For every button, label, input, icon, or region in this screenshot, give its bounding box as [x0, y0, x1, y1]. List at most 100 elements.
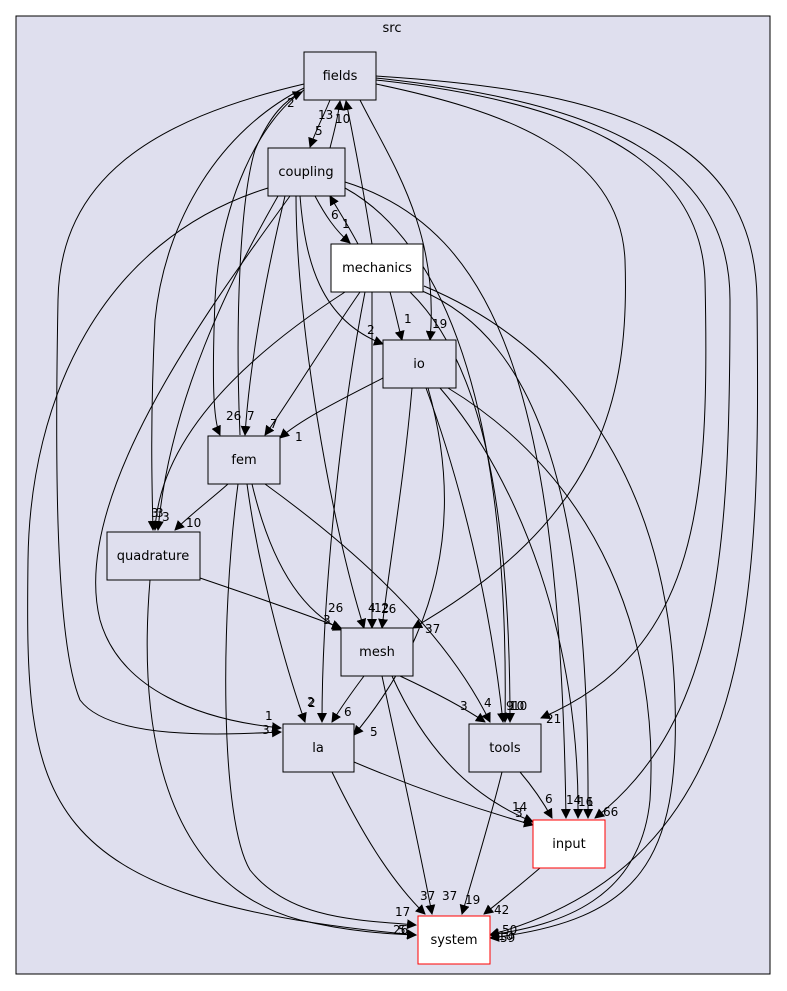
edge-mechanics-io: [389, 291, 405, 341]
edge-label-mechanics-fem: 7: [270, 417, 278, 431]
edge-label-fields-la: 3: [262, 723, 270, 737]
edge-label-coupling-fem: 7: [247, 409, 255, 423]
edge-label-mesh-tools: 3: [460, 699, 468, 713]
edge-label-fields-mesh: 37: [425, 622, 440, 636]
node-la[interactable]: la: [282, 723, 355, 773]
edge-label-mesh-system: 37: [420, 889, 435, 903]
edge-coupling-la: [95, 195, 291, 733]
edge-fields-mesh: [375, 83, 626, 629]
edge-label-coupling-system: 26: [393, 923, 408, 937]
edge-coupling-fields: [329, 100, 344, 149]
edge-fields-fem: [211, 89, 305, 436]
edge-label-mechanics-quadrature: 3: [162, 510, 170, 524]
edge-fem-fields: [237, 91, 303, 436]
edge-label-fields-fem: 26: [226, 409, 241, 423]
edge-fields-la: [56, 83, 305, 738]
edge-mechanics-system: [423, 285, 676, 942]
edge-coupling-system: [27, 187, 417, 940]
edge-label-mechanics-mesh: 12: [374, 601, 389, 615]
edge-label-quadrature-system: 5: [398, 923, 406, 937]
edge-label-coupling-mesh: 4: [368, 601, 376, 615]
edge-label-fem-fields: 2: [287, 96, 295, 110]
edge-label-io-fem: 1: [295, 430, 303, 444]
edge-label-mechanics-io: 1: [404, 312, 412, 326]
edge-io-mesh: [378, 387, 413, 629]
edge-mechanics-coupling: [329, 195, 359, 245]
edge-quadrature-system: [146, 579, 417, 940]
edge-mechanics-fem: [264, 291, 361, 436]
edge-label-mechanics-coupling: 1: [342, 217, 350, 231]
node-coupling[interactable]: coupling: [267, 147, 346, 197]
edge-fields-system: [375, 75, 759, 938]
node-mechanics[interactable]: mechanics: [330, 243, 424, 293]
edge-la-input: [353, 761, 534, 828]
cluster-label: src: [383, 21, 402, 36]
edge-label-tools-input: 6: [545, 792, 553, 806]
edge-input-system: [483, 867, 541, 915]
edge-label-mesh-input: 3: [515, 806, 523, 820]
edge-label-coupling-mechanics: 6: [331, 208, 339, 222]
edge-label-fem-tools: 4: [484, 696, 492, 710]
edge-label-mesh-la: 6: [344, 705, 352, 719]
edge-fields-input: [375, 77, 731, 819]
edge-label-fem-system: 17: [395, 905, 410, 919]
edge-coupling-fem: [240, 195, 286, 436]
edge-label-fields-io: 19: [432, 317, 447, 331]
edge-label-mechanics-tools: 10: [509, 699, 524, 713]
node-input[interactable]: input: [532, 819, 606, 869]
edge-io-tools: [425, 387, 508, 723]
node-label: mesh: [359, 645, 395, 660]
node-label: tools: [489, 741, 521, 756]
node-label: io: [413, 357, 425, 372]
edge-io-la: [353, 387, 445, 736]
node-io[interactable]: io: [382, 339, 457, 389]
edge-quadrature-mesh: [199, 577, 342, 630]
edge-la-system: [331, 771, 426, 915]
edge-layer: [27, 75, 759, 942]
edge-fields-tools: [375, 79, 707, 720]
node-label: mechanics: [342, 261, 412, 276]
node-tools[interactable]: tools: [468, 723, 542, 773]
edge-label-coupling-input: 1: [586, 795, 594, 809]
edge-label-fem-quadrature: 10: [186, 516, 201, 530]
edge-label-fem-la: 2: [308, 696, 316, 710]
edge-tools-system: [459, 771, 503, 915]
edge-label-io-system: 10: [498, 929, 513, 943]
edge-label-tools-system: 19: [465, 893, 480, 907]
edge-mechanics-input: [419, 289, 594, 819]
edge-label-input-system: 42: [494, 903, 509, 917]
edge-mesh-input: [391, 675, 534, 824]
edge-mechanics-quadrature: [150, 291, 346, 531]
edge-coupling-quadrature: [153, 195, 279, 531]
edge-label-mechanics-la: 2: [307, 695, 315, 709]
edge-mechanics-fields: [342, 100, 373, 245]
edge-fem-tools: [264, 483, 491, 723]
node-label: fields: [323, 69, 358, 84]
edge-label-fields-system: 59: [500, 931, 515, 945]
edge-coupling-io: [299, 195, 384, 346]
node-label: quadrature: [117, 549, 189, 564]
edge-label-coupling-fields: 13: [318, 108, 333, 122]
node-mesh[interactable]: mesh: [340, 627, 414, 677]
edge-label-mechanics-fields: 10: [335, 112, 350, 126]
edge-label-la-system: 37: [442, 889, 457, 903]
node-label: la: [312, 741, 324, 756]
edge-fem-la: [246, 483, 307, 723]
edge-label-io-tools: 10: [512, 699, 527, 713]
edge-label-fields-tools: 21: [546, 712, 561, 726]
node-fields[interactable]: fields: [303, 51, 377, 101]
edge-mechanics-la: [317, 291, 366, 723]
edge-label-fields-input: 66: [603, 805, 618, 819]
edge-tools-input: [519, 771, 553, 819]
edge-label-fields-coupling: 5: [315, 124, 323, 138]
edge-fields-quadrature: [147, 87, 305, 531]
node-fem[interactable]: fem: [207, 435, 281, 485]
node-quadrature[interactable]: quadrature: [106, 531, 201, 581]
edge-fields-coupling: [308, 99, 331, 148]
edge-mesh-tools: [399, 675, 486, 723]
edge-label-mechanics-input: 16: [578, 795, 593, 809]
edge-label-coupling-quadrature: 3: [156, 506, 164, 520]
edge-mesh-la: [331, 675, 365, 723]
node-system[interactable]: system: [417, 915, 491, 965]
